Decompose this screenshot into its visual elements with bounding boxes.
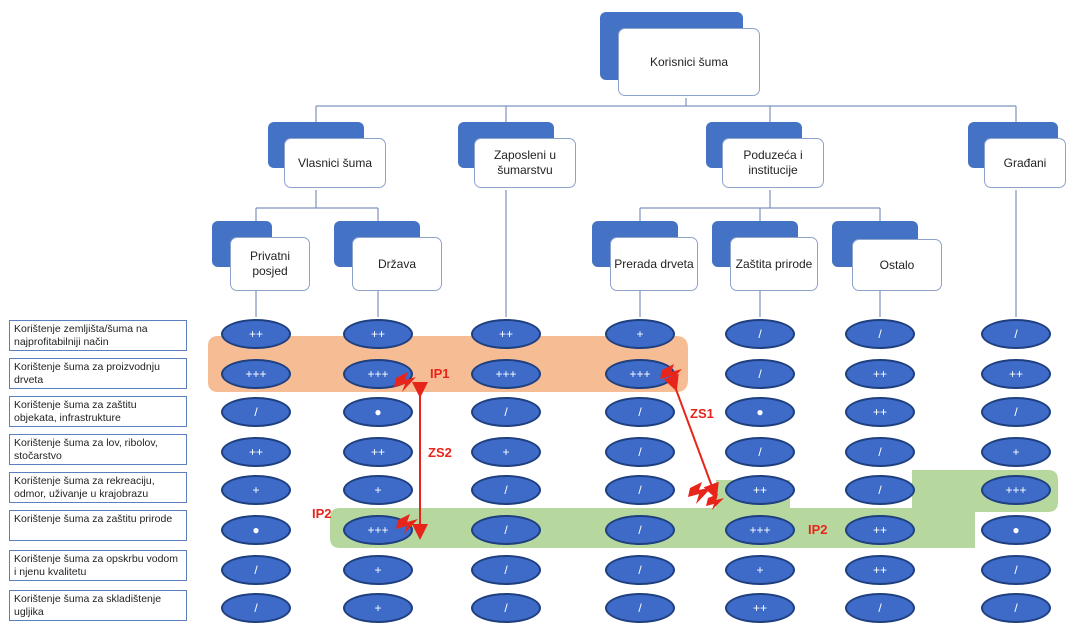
node-privatni: Privatni posjed xyxy=(212,221,312,293)
rating-ellipse: / xyxy=(605,593,675,623)
label-zs2: ZS2 xyxy=(428,445,452,460)
activity-label: Korištenje šuma za zaštitu objekata, inf… xyxy=(9,396,187,427)
node-zastita-label: Zaštita prirode xyxy=(730,237,818,291)
rating-ellipse: +++ xyxy=(725,515,795,545)
rating-ellipse: ++ xyxy=(471,319,541,349)
rating-ellipse: / xyxy=(981,593,1051,623)
rating-ellipse: ● xyxy=(981,515,1051,545)
rating-ellipse: +++ xyxy=(471,359,541,389)
lightning-icon xyxy=(394,372,416,392)
rating-ellipse: +++ xyxy=(343,359,413,389)
rating-ellipse: ++ xyxy=(845,515,915,545)
node-prerada-label: Prerada drveta xyxy=(610,237,698,291)
node-drzava-label: Država xyxy=(352,237,442,291)
activity-label: Korištenje šuma za proizvodnju drveta xyxy=(9,358,187,389)
node-prerada: Prerada drveta xyxy=(592,221,700,293)
lightning-icon xyxy=(688,482,712,504)
node-gradani-label: Građani xyxy=(984,138,1066,188)
rating-ellipse: / xyxy=(605,555,675,585)
rating-ellipse: ++ xyxy=(845,397,915,427)
node-poduzeca-label: Poduzeća i institucije xyxy=(722,138,824,188)
rating-ellipse: + xyxy=(725,555,795,585)
node-vlasnici-label: Vlasnici šuma xyxy=(284,138,386,188)
node-zastita: Zaštita prirode xyxy=(712,221,820,293)
node-ostalo: Ostalo xyxy=(832,221,944,293)
rating-ellipse: / xyxy=(845,475,915,505)
rating-ellipse: / xyxy=(845,593,915,623)
label-ip2-right: IP2 xyxy=(808,522,828,537)
activity-label: Korištenje zemljišta/šuma na najprofitab… xyxy=(9,320,187,351)
rating-ellipse: ++ xyxy=(343,319,413,349)
rating-ellipse: + xyxy=(221,475,291,505)
rating-ellipse: +++ xyxy=(981,475,1051,505)
rating-ellipse: / xyxy=(845,319,915,349)
rating-ellipse: +++ xyxy=(343,515,413,545)
rating-ellipse: ++ xyxy=(221,437,291,467)
rating-ellipse: / xyxy=(471,515,541,545)
activity-label: Korištenje šuma za rekreaciju, odmor, už… xyxy=(9,472,187,503)
rating-ellipse: / xyxy=(605,515,675,545)
root-node: Korisnici šuma xyxy=(600,12,760,100)
rating-ellipse: / xyxy=(725,319,795,349)
rating-ellipse: ++ xyxy=(845,555,915,585)
rating-ellipse: ++ xyxy=(981,359,1051,389)
node-privatni-label: Privatni posjed xyxy=(230,237,310,291)
rating-ellipse: / xyxy=(725,359,795,389)
rating-ellipse: / xyxy=(221,555,291,585)
rating-ellipse: ++ xyxy=(725,593,795,623)
rating-ellipse: + xyxy=(981,437,1051,467)
rating-ellipse: + xyxy=(343,555,413,585)
activity-label: Korištenje šuma za opskrbu vodom i njenu… xyxy=(9,550,187,581)
label-zs1: ZS1 xyxy=(690,406,714,421)
rating-ellipse: + xyxy=(343,475,413,505)
rating-ellipse: / xyxy=(471,593,541,623)
rating-ellipse: + xyxy=(605,319,675,349)
rating-ellipse: / xyxy=(605,475,675,505)
activity-label: Korištenje šuma za skladištenje ugljika xyxy=(9,590,187,621)
lightning-icon xyxy=(706,494,724,510)
node-ostalo-label: Ostalo xyxy=(852,239,942,291)
rating-ellipse: / xyxy=(845,437,915,467)
rating-ellipse: + xyxy=(471,437,541,467)
rating-ellipse: / xyxy=(981,397,1051,427)
rating-ellipse: ++ xyxy=(221,319,291,349)
zs1-arrow xyxy=(663,373,719,500)
rating-ellipse: ● xyxy=(725,397,795,427)
rating-ellipse: / xyxy=(221,593,291,623)
rating-ellipse: / xyxy=(981,555,1051,585)
label-ip1: IP1 xyxy=(430,366,450,381)
rating-ellipse: / xyxy=(471,555,541,585)
orange-band xyxy=(208,336,688,392)
rating-ellipse: ++ xyxy=(725,475,795,505)
node-poduzeca: Poduzeća i institucije xyxy=(706,122,826,192)
rating-ellipse: / xyxy=(725,437,795,467)
rating-ellipse: / xyxy=(471,475,541,505)
rating-ellipse: ● xyxy=(221,515,291,545)
activity-label: Korištenje šuma za lov, ribolov, stočars… xyxy=(9,434,187,465)
lightning-icon xyxy=(660,364,682,384)
node-vlasnici: Vlasnici šuma xyxy=(268,122,388,192)
lightning-icon xyxy=(396,514,418,534)
rating-ellipse: / xyxy=(221,397,291,427)
node-zaposleni-label: Zaposleni u šumarstvu xyxy=(474,138,576,188)
node-zaposleni: Zaposleni u šumarstvu xyxy=(458,122,578,192)
rating-ellipse: +++ xyxy=(221,359,291,389)
label-ip2-left: IP2 xyxy=(312,506,332,521)
activity-label: Korištenje šuma za zaštitu prirode xyxy=(9,510,187,541)
root-label: Korisnici šuma xyxy=(618,28,760,96)
rating-ellipse: + xyxy=(343,593,413,623)
node-drzava: Država xyxy=(334,221,444,293)
rating-ellipse: / xyxy=(981,319,1051,349)
node-gradani: Građani xyxy=(968,122,1068,192)
rating-ellipse: +++ xyxy=(605,359,675,389)
rating-ellipse: ++ xyxy=(845,359,915,389)
rating-ellipse: / xyxy=(471,397,541,427)
